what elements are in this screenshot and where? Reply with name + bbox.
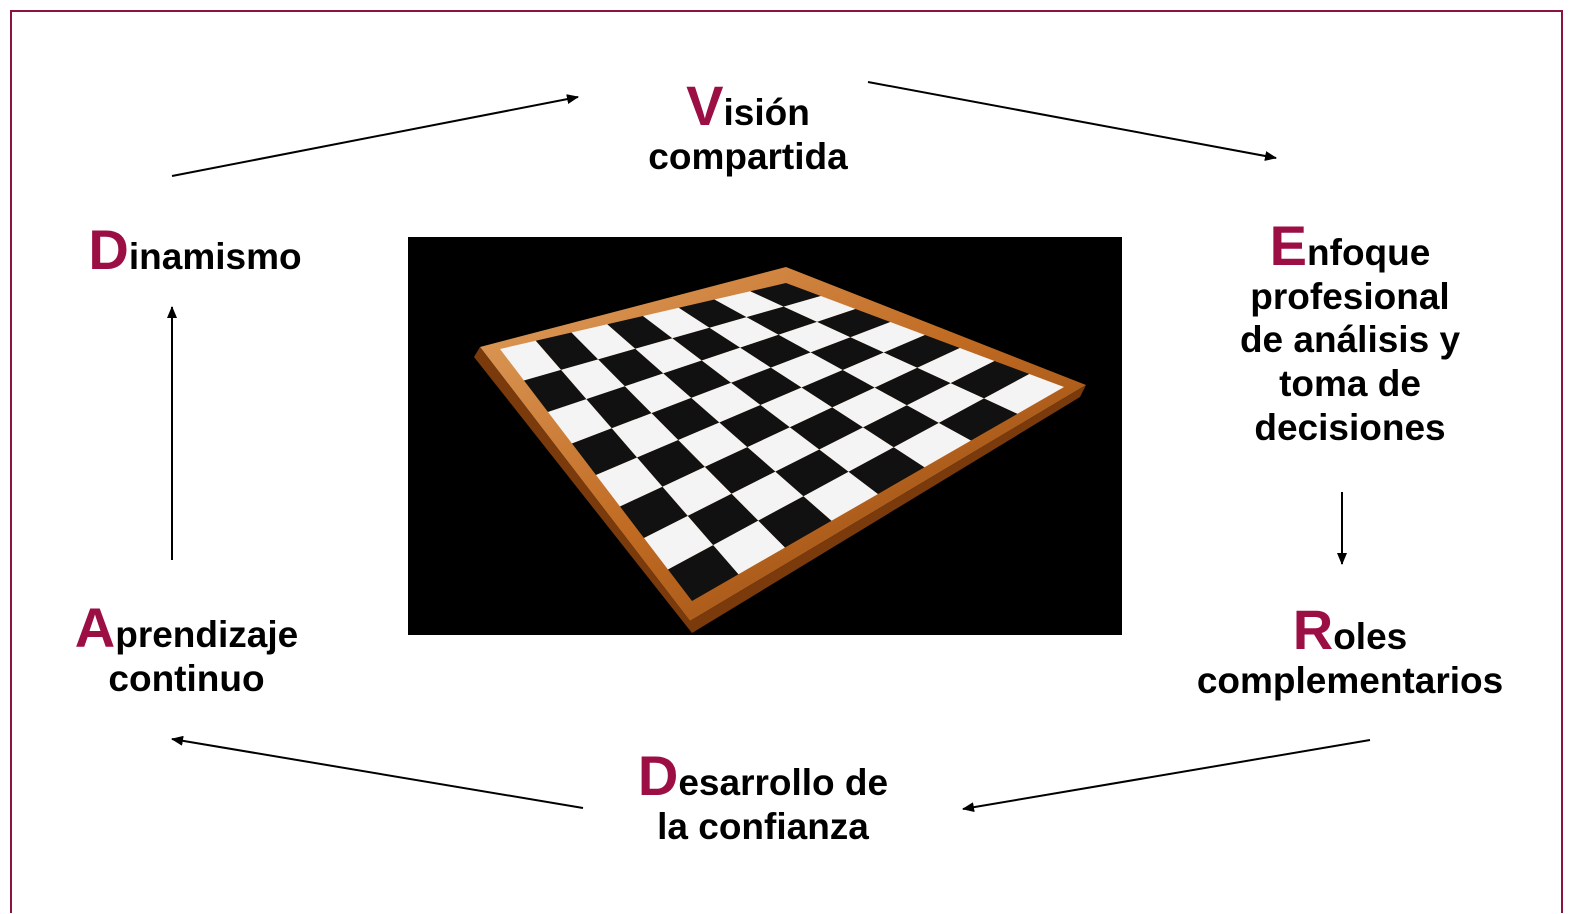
node-roles-initial: R (1292, 598, 1334, 661)
node-dinamismo-initial: D (88, 218, 129, 281)
arrow-dinamismo-to-vision (171, 94, 579, 177)
arrow-roles-to-desarrollo (962, 739, 1371, 813)
board-square (760, 387, 833, 428)
board-square (850, 322, 925, 353)
board-square (611, 413, 679, 458)
board-square (620, 486, 688, 538)
node-enfoque-line4: toma de (1279, 362, 1421, 404)
board-square (586, 386, 652, 429)
board-square (663, 360, 732, 398)
board-square (651, 397, 720, 440)
board-squares (500, 283, 1064, 601)
node-dinamismo-rest: inamismo (128, 236, 302, 277)
board-square (778, 321, 851, 353)
node-enfoque-profesional: Enfoque profesional de análisis y toma d… (1190, 218, 1510, 449)
board-square (548, 399, 612, 444)
board-square (672, 327, 741, 361)
node-aprendizaje-initial: A (74, 596, 116, 659)
board-square (500, 340, 562, 381)
board-square (719, 405, 790, 448)
node-vision-line2: compartida (648, 135, 848, 177)
node-vision-rest: isión (723, 92, 810, 133)
board-square (803, 471, 878, 521)
board-square (984, 374, 1064, 414)
chessboard-graphic (474, 267, 1086, 633)
node-dinamismo: Dinamismo (40, 222, 350, 279)
board-square (917, 348, 995, 384)
board-square (758, 496, 832, 548)
node-desarrollo-initial: D (637, 744, 679, 807)
node-vision-initial: V (686, 74, 724, 137)
board-square (731, 367, 802, 405)
board-square (571, 324, 636, 360)
node-roles-line2: complementarios (1196, 659, 1504, 701)
node-desarrollo-line2: la confianza (657, 805, 869, 847)
board-square (598, 348, 664, 387)
board-square (770, 352, 843, 388)
arrow-desarrollo-to-aprendizaje (171, 735, 584, 809)
board-square (678, 299, 747, 328)
board-square (668, 545, 739, 601)
board-square (883, 335, 960, 368)
arrow-vision-to-enfoque (867, 81, 1277, 161)
board-square (561, 359, 625, 400)
board-square (637, 440, 705, 487)
board-square (731, 471, 804, 521)
board-square (624, 373, 692, 414)
board-square (775, 449, 849, 497)
board-square (714, 291, 784, 318)
board-square (678, 422, 748, 467)
node-enfoque-rest: nfoque (1307, 232, 1431, 273)
board-square (635, 338, 702, 374)
board-square (906, 383, 985, 423)
board-square (893, 422, 971, 468)
node-enfoque-line3: de análisis y (1239, 319, 1461, 361)
board-square (607, 316, 673, 349)
board-square (874, 367, 951, 406)
chessboard-image (408, 237, 1122, 635)
board-square (817, 309, 891, 338)
board-square (644, 515, 714, 570)
node-aprendizaje-continuo: Aprendizaje continuo (24, 600, 349, 700)
node-desarrollo-confianza: Desarrollo de la confianza (588, 748, 938, 848)
node-desarrollo-rest: esarrollo de (678, 762, 889, 803)
board-frame-edge (474, 347, 1086, 633)
board-square (691, 382, 761, 423)
board-square (750, 283, 821, 307)
board-square (950, 361, 1030, 399)
board-square (848, 447, 925, 494)
board-square (863, 405, 939, 448)
board-square (701, 347, 771, 383)
board-square (709, 317, 779, 348)
node-aprendizaje-rest: prendizaje (115, 614, 299, 655)
board-square (643, 307, 710, 339)
board-square (740, 334, 811, 368)
node-enfoque-initial: E (1269, 214, 1308, 277)
board-square (938, 398, 1018, 441)
board-square (801, 370, 875, 408)
board-square (524, 369, 587, 412)
node-enfoque-line2: profesional (1250, 275, 1450, 317)
node-roles-rest: oles (1333, 616, 1408, 657)
board-square (789, 407, 864, 450)
board-square (832, 387, 907, 428)
board-square (704, 447, 776, 494)
board-square (713, 520, 785, 575)
board-square (687, 493, 759, 546)
board-square (747, 427, 820, 472)
node-enfoque-line5: decisiones (1254, 406, 1446, 448)
node-vision-compartida: Visión compartida (598, 78, 898, 178)
board-square (572, 428, 638, 475)
board-square (746, 306, 818, 335)
node-aprendizaje-line2: continuo (108, 657, 265, 699)
board-square (783, 296, 856, 322)
board-square (535, 332, 599, 370)
board-square (819, 427, 894, 472)
board-square (810, 337, 884, 370)
board-square (596, 457, 663, 507)
board-square (662, 466, 732, 516)
node-roles-complementarios: Roles complementarios (1140, 602, 1560, 702)
board-square (842, 352, 918, 388)
